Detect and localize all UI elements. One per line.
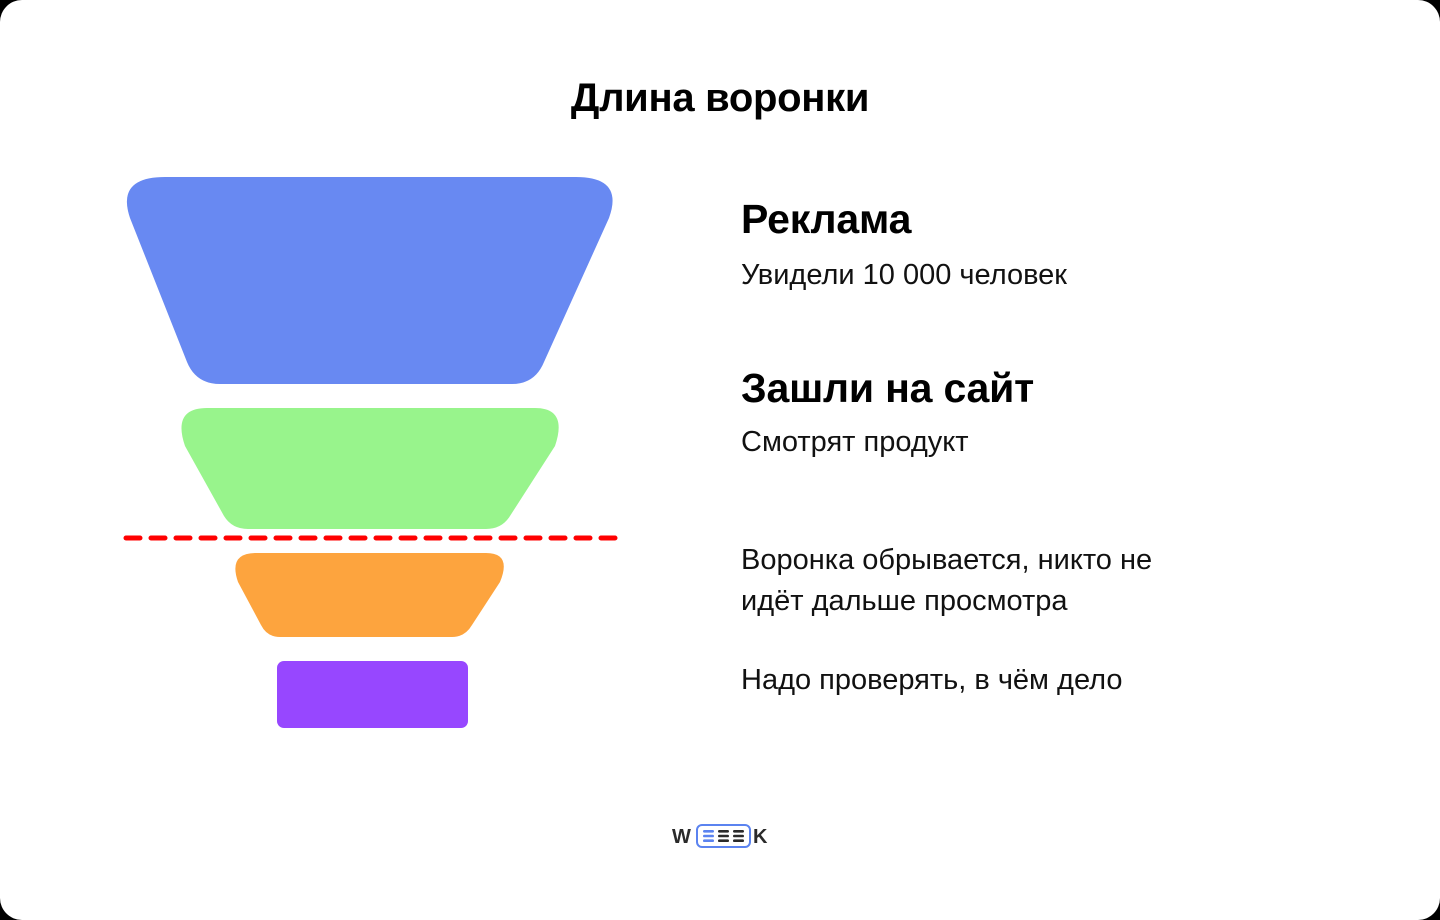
logo-letter-w: W [672,826,691,848]
stage-description-site-visit: Смотрят продукт [741,426,969,458]
logo-bars-icon [703,830,744,842]
slide-title: Длина воронки [570,76,870,120]
logo-letter-k: K [753,826,768,848]
funnel-stage-4 [277,661,468,728]
cutoff-description-line1: Воронка обрывается, никто не [741,544,1153,576]
cutoff-note: Надо проверять, в чём дело [741,664,1123,696]
cutoff-description-line2: идёт дальше просмотра [741,585,1068,617]
weeek-logo: W K [672,824,768,848]
stage-description-advertising: Увидели 10 000 человек [741,259,1067,291]
funnel-diagram [123,177,621,728]
logo-frame-icon [696,824,751,848]
funnel-stage-site-visit [181,408,559,529]
stage-heading-advertising: Реклама [741,196,912,242]
funnel-stage-advertising [126,177,613,384]
stage-heading-site-visit: Зашли на сайт [741,365,1035,411]
funnel-stage-3 [235,553,504,637]
